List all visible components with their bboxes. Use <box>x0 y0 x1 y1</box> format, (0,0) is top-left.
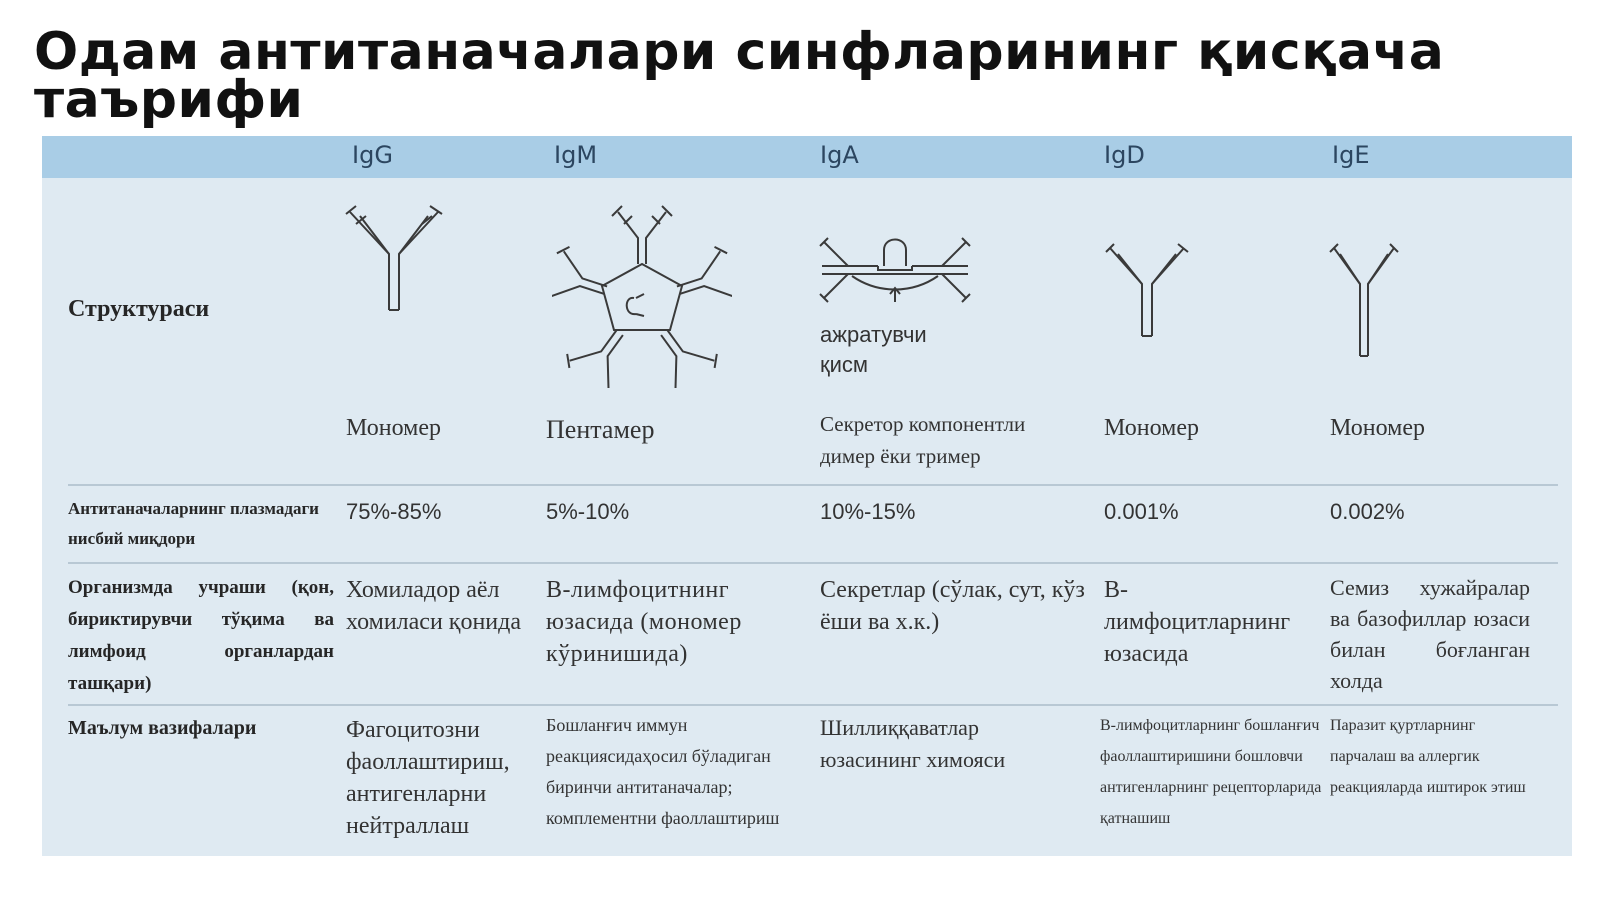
igg-plasma: 75%-85% <box>346 499 442 524</box>
igd-monomer-icon <box>1105 243 1189 337</box>
iga-plasma: 10%-15% <box>820 499 916 524</box>
ige-monomer-icon <box>1329 243 1399 357</box>
ige-structure: Мономер <box>1330 415 1425 441</box>
igd-functions: В-лимфоцитларнинг бошланғич фаоллаштириш… <box>1100 717 1322 827</box>
iga-location: Секретлар (сўлак, сут, кўз ёши ва х.к.) <box>820 577 1085 635</box>
row-label-structure: Структураси <box>68 296 210 322</box>
column-header-igm: IgM <box>554 141 598 169</box>
row-label-plasma: Антитаначаларнинг плазмадаги нисбий миқд… <box>68 499 319 548</box>
ige-functions: Паразит қуртларнинг парчалаш ва аллергик… <box>1330 717 1526 796</box>
column-header-ige: IgE <box>1332 141 1370 169</box>
page-title: Одам антитаначалари синфларининг қисқача… <box>34 22 1445 130</box>
row-divider <box>68 562 1558 564</box>
igm-location: В-лимфоцитнинг юзасида (мономер кўриниши… <box>546 577 742 667</box>
column-header-iga: IgA <box>820 141 859 169</box>
ige-plasma: 0.002% <box>1330 499 1405 524</box>
column-header-igg: IgG <box>352 141 393 169</box>
igg-location: Хомиладор аёл хомиласи қонида <box>346 577 521 635</box>
table-header: IgG IgM IgA IgD IgE <box>42 136 1572 178</box>
row-divider <box>68 704 1558 706</box>
iga-diagram-note: ажратувчи қисм <box>820 322 927 377</box>
igm-structure: Пентамер <box>546 415 655 444</box>
row-label-functions: Маълум вазифалари <box>68 717 257 739</box>
column-header-igd: IgD <box>1104 141 1145 169</box>
iga-dimer-icon <box>819 237 971 303</box>
igm-pentamer-icon <box>552 205 732 388</box>
iga-functions: Шиллиққаватлар юзасининг химояси <box>820 715 1006 772</box>
igd-location: В-лимфоцитларнинг юзасида <box>1104 577 1291 667</box>
igg-monomer-icon <box>345 205 443 311</box>
igd-plasma: 0.001% <box>1104 499 1179 524</box>
row-label-location: Организмда учраши (қон, бириктирувчи тўқ… <box>68 577 334 694</box>
antibody-table: IgG IgM IgA IgD IgE Структураси <box>42 136 1572 856</box>
ige-location: Семиз хужайралар ва базофиллар юзаси бил… <box>1330 575 1530 693</box>
iga-structure: Секретор компонентли димер ёки тример <box>820 412 1026 468</box>
igg-functions: Фагоцитозни фаоллаштириш, антигенларни н… <box>346 717 510 839</box>
igm-plasma: 5%-10% <box>546 499 630 524</box>
igm-functions: Бошланғич иммун реакциясидаҳосил бўладиг… <box>546 715 780 828</box>
igd-structure: Мономер <box>1104 415 1199 441</box>
igg-structure: Мономер <box>346 415 441 441</box>
row-divider <box>68 484 1558 486</box>
